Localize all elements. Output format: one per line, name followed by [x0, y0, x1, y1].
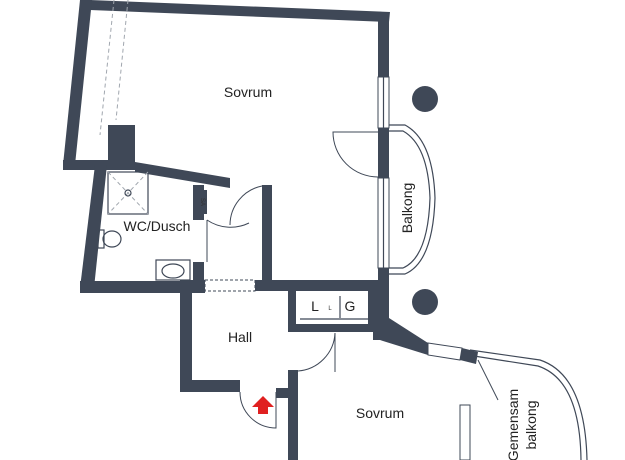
- window-top-left-a: [99, 0, 115, 136]
- room-label-hall: Hall: [228, 329, 252, 345]
- opening-hall-top: [204, 279, 256, 292]
- window-shared-balcony: [427, 342, 463, 361]
- wall-slant-right: [460, 348, 478, 364]
- wall-hall-top-right: [255, 280, 380, 291]
- wall-bath-left: [80, 165, 107, 288]
- toilet-tank: [97, 229, 105, 249]
- door-shared-balcony: [477, 359, 499, 401]
- fixtures: [97, 171, 368, 320]
- wall-bath-top: [63, 125, 230, 188]
- closet-label-small-l: L: [328, 306, 332, 312]
- entrance-arrow-icon: [252, 396, 274, 414]
- door-balcony: [332, 131, 379, 178]
- walls: [63, 0, 478, 460]
- room-label-bedroom-top: Sovrum: [224, 84, 272, 100]
- window-bedroom-lower: [459, 404, 471, 460]
- shared-balcony-inner: [473, 355, 582, 460]
- room-label-bathroom: WC/Dusch: [124, 218, 191, 234]
- wall-closet-bottom: [288, 324, 373, 332]
- sink-counter: [155, 259, 191, 281]
- windows: [99, 0, 471, 460]
- balcony-outline: [389, 124, 436, 275]
- wall-left-upper: [63, 0, 92, 165]
- shower-drain-icon: [124, 189, 132, 197]
- shower: [107, 171, 149, 215]
- shared-balcony-outline: [469, 349, 588, 460]
- room-label-balcony: Balkong: [399, 183, 415, 234]
- room-label-bedroom-bottom: Sovrum: [356, 405, 404, 421]
- wall-right-mid: [378, 128, 389, 178]
- door-bathroom: [206, 219, 250, 262]
- wall-hall-right-stub: [276, 388, 298, 398]
- wall-shaft: [193, 190, 207, 214]
- window-top-left-b: [115, 0, 129, 121]
- door-bedroom-inner: [229, 185, 263, 226]
- column-icon: [412, 86, 438, 112]
- sink-basin-icon: [161, 263, 185, 279]
- wall-bath-bottom: [80, 281, 205, 293]
- door-entrance: [239, 391, 277, 429]
- doors: [206, 131, 499, 429]
- room-label-shared-balcony-1: Gemensam: [505, 389, 521, 460]
- wall-slant-lower: [373, 318, 428, 355]
- wall-bath-right-lower: [193, 262, 204, 293]
- wall-hall-left: [180, 280, 192, 392]
- wall-hall-right: [288, 370, 298, 460]
- door-hall: [297, 332, 336, 372]
- wall-closet-divider: [262, 185, 272, 280]
- closet-label-l: L: [311, 298, 319, 314]
- wall-hall-bottom: [180, 380, 240, 392]
- wall-hall-top-left: [180, 280, 205, 291]
- shaft-label: SA: [199, 198, 205, 206]
- wall-top: [90, 0, 390, 22]
- room-label-shared-balcony-2: balkong: [523, 400, 539, 449]
- wall-right-lower: [378, 268, 389, 318]
- wall-right-upper: [378, 12, 389, 77]
- closet-label-g: G: [345, 298, 356, 314]
- balcony-inner: [389, 130, 431, 269]
- shower-diag-2: [107, 171, 149, 215]
- wall-closet-left: [288, 290, 296, 332]
- column-icon: [412, 289, 438, 315]
- toilet-bowl-icon: [102, 230, 122, 248]
